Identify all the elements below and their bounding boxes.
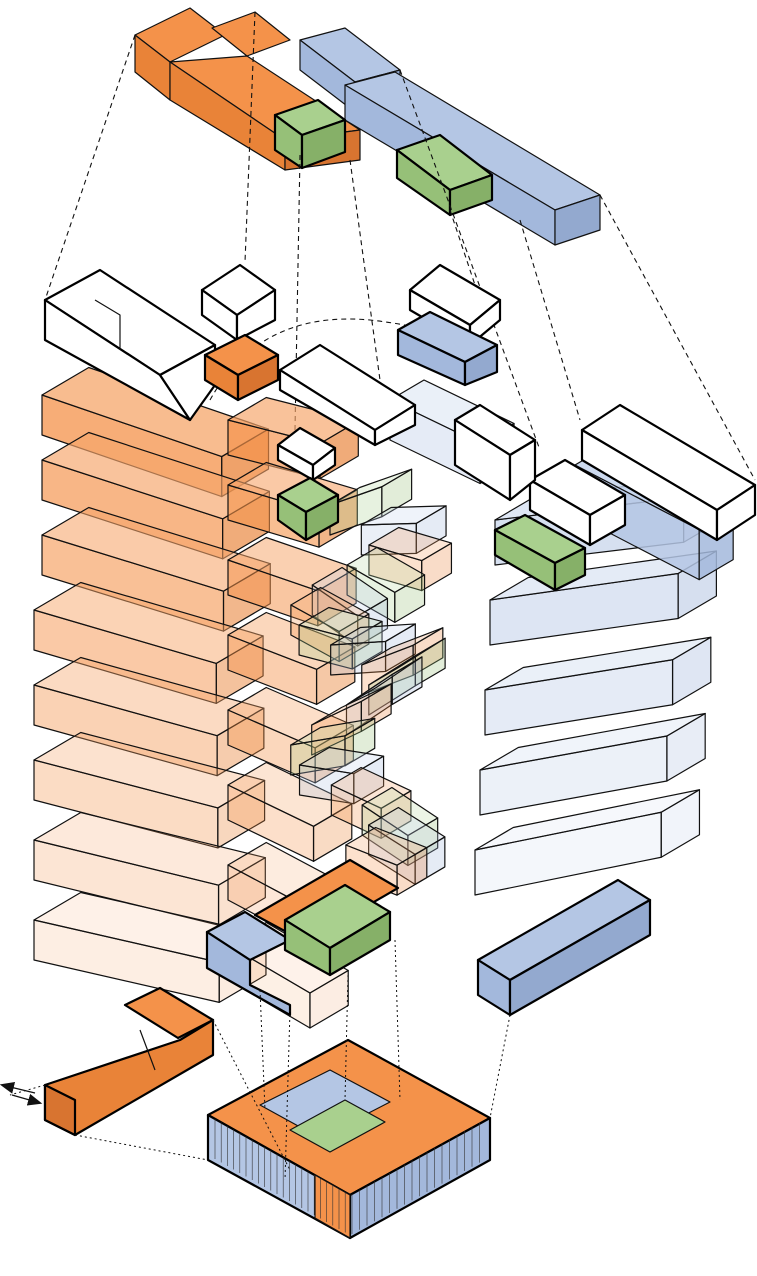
orange-l-block-bottom xyxy=(43,986,215,1137)
core-piece-3-top xyxy=(368,526,453,562)
core-piece-17-top xyxy=(368,806,446,856)
assembled-core-block xyxy=(205,858,400,1017)
white-cube-small xyxy=(200,263,277,342)
core-piece-11-top xyxy=(345,656,423,706)
core-piece-7 xyxy=(298,606,383,670)
core-piece-8 xyxy=(330,623,416,676)
core-piece-6 xyxy=(290,586,370,663)
core-piece-3 xyxy=(368,526,453,592)
upper-white-blocks xyxy=(43,263,757,592)
right-slab-5-top xyxy=(474,789,701,851)
left-slab-arm-4 xyxy=(227,611,356,705)
white-block-right-large xyxy=(528,403,757,547)
blue-cube-right xyxy=(396,310,499,387)
right-slab-4-top xyxy=(479,712,706,771)
core-piece-1-top xyxy=(329,468,413,506)
projection-lines-bottom xyxy=(9,939,511,1181)
core-piece-15-top xyxy=(330,766,412,809)
blue-bar-bottom xyxy=(476,878,652,1017)
core-piece-5 xyxy=(311,566,389,647)
left-slab-arm-4-top xyxy=(227,611,356,670)
core-piece-13-top xyxy=(290,717,376,746)
central-spiral-core xyxy=(290,468,453,896)
right-slab-3 xyxy=(484,636,712,736)
right-slab-2 xyxy=(489,550,717,646)
core-piece-9-top xyxy=(361,627,444,666)
core-piece-1 xyxy=(329,468,413,536)
core-piece-2 xyxy=(360,505,447,556)
core-piece-12-top xyxy=(311,683,392,726)
left-orange-stack xyxy=(33,366,359,1029)
top-assembly xyxy=(134,7,601,246)
right-slab-4 xyxy=(479,712,706,816)
core-piece-6-top xyxy=(290,586,370,633)
white-cube-mid xyxy=(276,426,337,482)
white-block-right-mid xyxy=(453,403,537,502)
left-slab-4-top xyxy=(33,581,264,665)
green-cube-mid xyxy=(276,476,340,542)
left-slab-arm-5-top xyxy=(227,686,354,749)
right-slab-5 xyxy=(474,789,701,896)
top-green-blocks xyxy=(273,98,494,217)
core-piece-5-top xyxy=(311,566,389,617)
core-piece-12 xyxy=(311,683,392,756)
orange-cube-small xyxy=(203,333,280,402)
green-block-right xyxy=(493,513,587,592)
right-slab-3-top xyxy=(484,636,712,691)
core-piece-9 xyxy=(361,627,444,696)
left-slab-7-top xyxy=(33,811,266,886)
core-piece-4-top xyxy=(346,546,426,593)
core-piece-18-top xyxy=(345,826,428,866)
core-piece-8-top xyxy=(330,623,416,646)
direction-arrows xyxy=(0,1081,43,1106)
assembled-base-block xyxy=(206,1038,492,1240)
left-slab-arm-6 xyxy=(227,761,353,862)
left-slab-5-top xyxy=(33,656,265,737)
left-slab-4 xyxy=(33,581,264,705)
left-slab-5 xyxy=(33,656,265,777)
left-slab-7 xyxy=(33,811,266,926)
lower-solid-blocks xyxy=(43,858,652,1240)
core-piece-17 xyxy=(368,806,446,886)
core-piece-2-top xyxy=(360,505,447,526)
base-hatching xyxy=(214,1119,480,1234)
core-piece-10-top xyxy=(368,637,446,686)
core-piece-16-top xyxy=(361,786,439,837)
core-piece-14-top xyxy=(298,746,385,775)
white-block-left xyxy=(43,268,217,422)
white-block-mid xyxy=(278,343,417,447)
core-piece-7-top xyxy=(298,606,383,640)
left-slab-6-top xyxy=(33,731,266,809)
core-piece-14 xyxy=(298,746,385,805)
